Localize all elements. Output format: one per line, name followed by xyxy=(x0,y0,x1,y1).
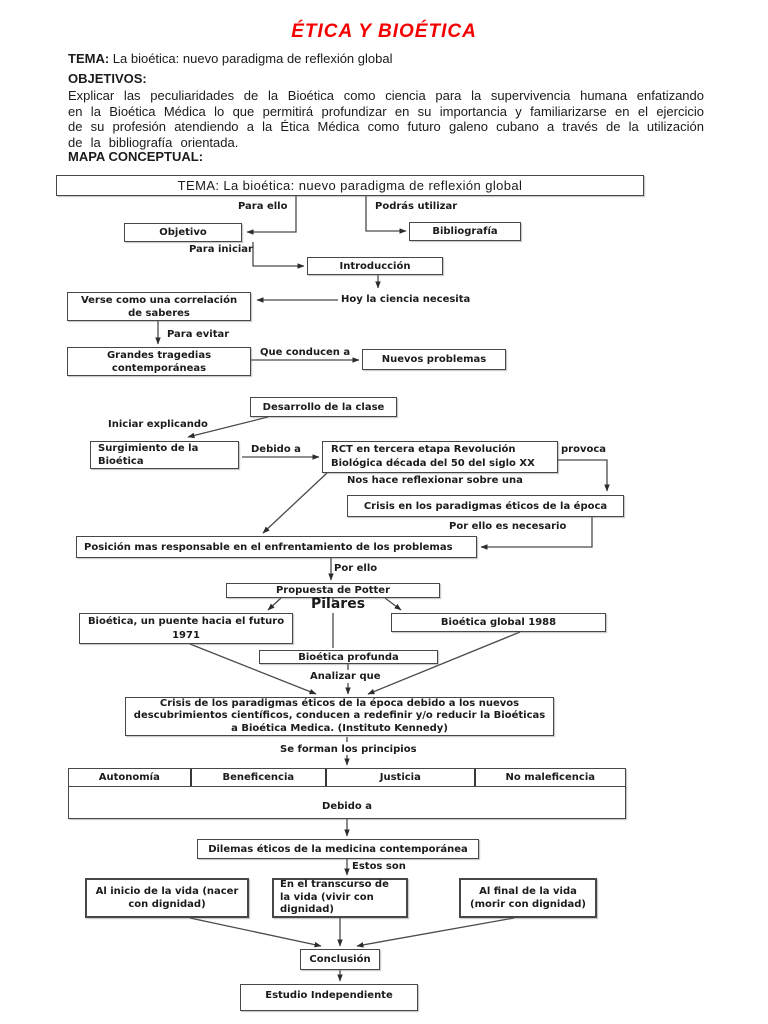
principles-row: Autonomía Beneficencia Justicia No malef… xyxy=(68,768,626,787)
label-por-ello: Por ello xyxy=(334,563,378,574)
label-se-forman: Se forman los principios xyxy=(280,744,417,755)
node-verse-correlacion: Verse como una correlación de saberes xyxy=(67,292,251,321)
node-estudio-independiente: Estudio Independiente xyxy=(240,984,418,1011)
principle-justicia: Justicia xyxy=(325,769,473,786)
tema-text: La bioética: nuevo paradigma de reflexió… xyxy=(109,51,393,66)
label-podras-utilizar: Podrás utilizar xyxy=(375,201,458,212)
label-estos-son: Estos son xyxy=(352,861,406,872)
principle-no-maleficencia: No maleficencia xyxy=(473,769,625,786)
label-por-ello-necesario: Por ello es necesario xyxy=(449,521,567,532)
node-objetivo: Objetivo xyxy=(124,223,242,242)
tema-label: TEMA: xyxy=(68,51,110,66)
node-desarrollo-clase: Desarrollo de la clase xyxy=(250,397,397,417)
node-crisis-kennedy: Crisis de los paradigmas éticos de la ép… xyxy=(125,697,554,736)
node-grandes-tragedias: Grandes tragedias contemporáneas xyxy=(67,347,251,376)
node-transcurso-vida: En el transcurso de la vida (vivir con d… xyxy=(272,878,408,918)
label-que-conducen: Que conducen a xyxy=(260,347,351,358)
node-bioetica-global: Bioética global 1988 xyxy=(391,613,606,632)
node-rct-revolucion: RCT en tercera etapa Revolución Biológic… xyxy=(322,441,558,473)
page-title: ÉTICA Y BIOÉTICA xyxy=(291,21,477,42)
label-nos-hace: Nos hace reflexionar sobre una xyxy=(347,475,523,486)
tema-line: TEMA: La bioética: nuevo paradigma de re… xyxy=(68,51,392,66)
node-posicion-responsable: Posición mas responsable en el enfrentam… xyxy=(76,536,477,558)
label-para-iniciar: Para iniciar xyxy=(189,244,253,255)
label-debido-a: Debido a xyxy=(251,444,301,455)
principle-autonomia: Autonomía xyxy=(98,772,160,783)
principle-beneficencia: Beneficencia xyxy=(189,769,326,786)
node-dilemas-eticos: Dilemas éticos de la medicina contemporá… xyxy=(197,839,479,859)
node-tema: TEMA: La bioética: nuevo paradigma de re… xyxy=(56,175,644,196)
label-para-evitar: Para evitar xyxy=(167,329,230,340)
node-bioetica-puente: Bioética, un puente hacia el futuro 1971 xyxy=(79,613,293,644)
node-final-vida: Al final de la vida (morir con dignidad) xyxy=(459,878,597,918)
node-nuevos-problemas: Nuevos problemas xyxy=(362,349,506,370)
node-surgimiento-bioetica: Surgimiento de la Bioética xyxy=(90,441,239,469)
node-propuesta-potter: Propuesta de Potter xyxy=(226,583,440,598)
node-inicio-vida: Al inicio de la vida (nacer con dignidad… xyxy=(85,878,249,918)
label-hoy-ciencia: Hoy la ciencia necesita xyxy=(341,294,471,305)
node-introduccion: Introducción xyxy=(307,257,443,275)
label-iniciar-explicando: Iniciar explicando xyxy=(108,419,208,430)
label-pilares: Pilares xyxy=(311,596,366,612)
objetivos-paragraph: Explicar las peculiaridades de la Bioéti… xyxy=(68,88,704,150)
label-provoca: provoca xyxy=(561,444,607,455)
node-bibliografia: Bibliografía xyxy=(409,222,521,241)
node-conclusion: Conclusión xyxy=(300,949,380,970)
node-bioetica-profunda: Bioética profunda xyxy=(259,650,438,664)
label-analizar-que: Analizar que xyxy=(310,671,381,682)
mapa-heading: MAPA CONCEPTUAL: xyxy=(68,149,204,164)
objetivos-heading: OBJETIVOS: xyxy=(68,71,147,86)
node-crisis-paradigmas: Crisis en los paradigmas éticos de la ép… xyxy=(347,495,624,517)
label-para-ello: Para ello xyxy=(238,201,288,212)
node-debido-a-box: Debido a xyxy=(68,786,626,819)
